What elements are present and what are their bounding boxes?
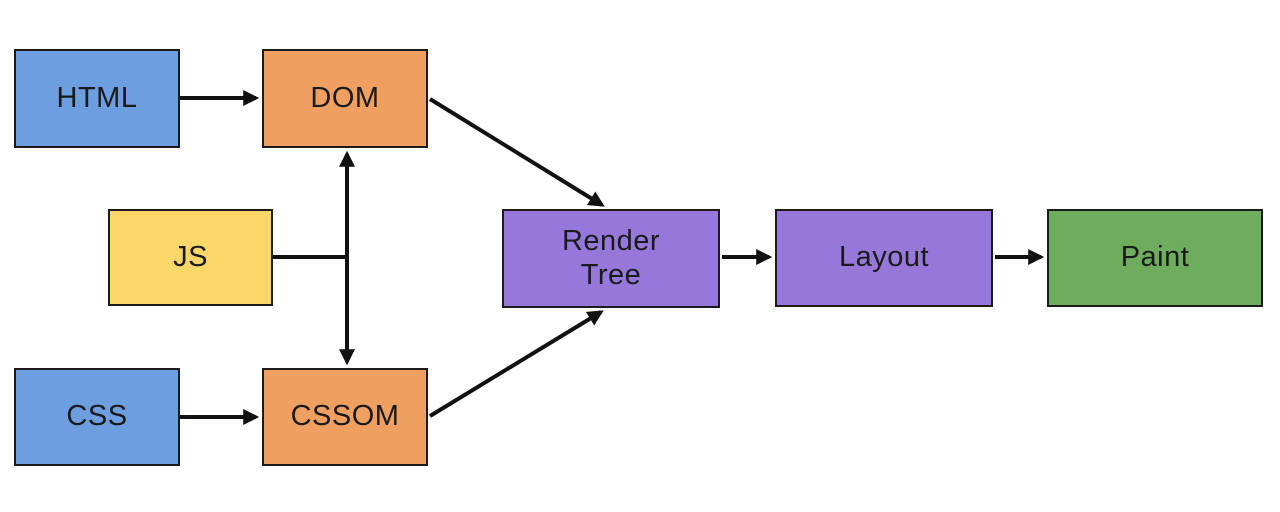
node-cssom: CSSOM — [262, 368, 428, 466]
node-dom-label: DOM — [310, 81, 380, 114]
node-dom: DOM — [262, 49, 428, 148]
node-paint: Paint — [1047, 209, 1263, 307]
edge-cssom-to-render-tree — [428, 310, 604, 418]
node-js-label: JS — [173, 240, 208, 273]
node-cssom-label: CSSOM — [290, 400, 400, 433]
node-render-tree: Render Tree — [502, 209, 720, 308]
node-js: JS — [108, 209, 273, 306]
node-layout: Layout — [775, 209, 993, 307]
node-html-label: HTML — [56, 81, 138, 114]
node-render-tree-label: Render Tree — [561, 225, 661, 291]
node-layout-label: Layout — [838, 241, 930, 274]
edge-dom-to-render-tree — [428, 97, 605, 207]
node-css-label: CSS — [66, 400, 128, 433]
node-paint-label: Paint — [1120, 241, 1190, 274]
node-html: HTML — [14, 49, 180, 148]
node-css: CSS — [14, 368, 180, 466]
